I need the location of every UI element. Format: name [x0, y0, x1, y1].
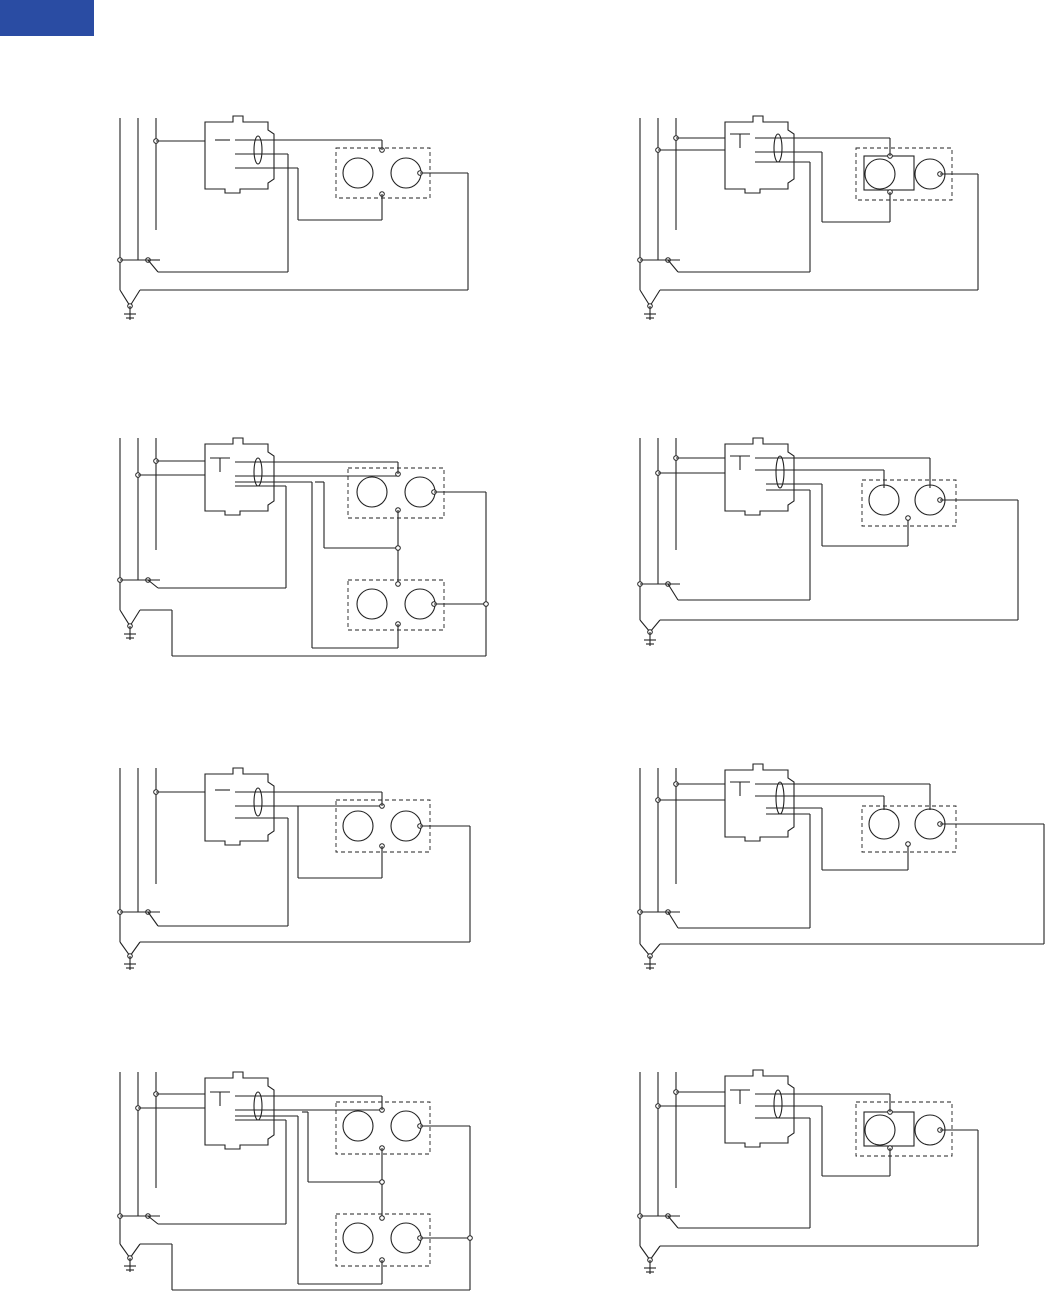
wiring-diagram-4-svg	[630, 430, 1047, 660]
wiring-diagram-3	[110, 430, 540, 660]
page-tab-marker	[0, 0, 94, 36]
wiring-diagram-3-svg	[110, 430, 540, 670]
wiring-diagram-7-svg	[110, 1064, 540, 1292]
wiring-diagram-5-svg	[110, 760, 540, 990]
wiring-diagram-6	[630, 760, 1047, 990]
wiring-diagram-2-svg	[630, 110, 1047, 340]
wiring-diagram-5	[110, 760, 540, 990]
wiring-diagram-7	[110, 1064, 540, 1294]
wiring-diagram-1	[110, 110, 540, 340]
wiring-diagram-8-svg	[630, 1064, 1047, 1292]
wiring-diagram-1-svg	[110, 110, 540, 340]
wiring-diagram-2	[630, 110, 1047, 340]
wiring-diagram-4	[630, 430, 1047, 660]
wiring-diagram-8	[630, 1064, 1047, 1294]
wiring-diagram-6-svg	[630, 760, 1047, 990]
